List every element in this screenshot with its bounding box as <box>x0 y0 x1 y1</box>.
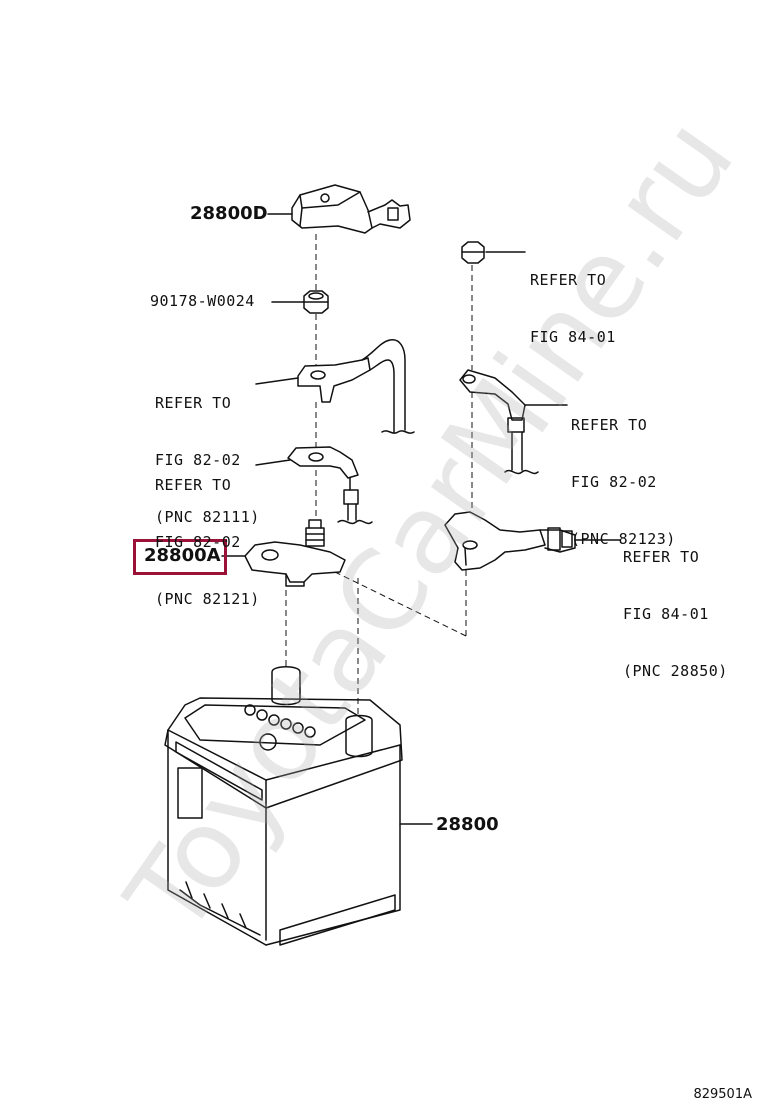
leader-lines <box>221 213 621 825</box>
ref-top-right[interactable]: REFER TO FIG 84-01 <box>530 233 616 385</box>
diagram-code: 829501A <box>693 1087 752 1102</box>
terminal-28800A-drawing <box>244 519 346 587</box>
ref-left-cable-82111[interactable]: REFER TO FIG 82-02 (PNC 82111) <box>155 356 260 565</box>
ref-line: FIG 84-01 <box>530 328 616 346</box>
part-label-cover[interactable]: 28800D <box>190 203 268 224</box>
part-label-terminal[interactable]: 28800A <box>144 545 221 566</box>
ref-line: (PNC 82111) <box>155 508 260 526</box>
ref-right-terminal-28850[interactable]: REFER TO FIG 84-01 (PNC 28850) <box>623 510 728 719</box>
left-cable-82121-drawing <box>287 446 373 525</box>
highlight-box <box>133 539 227 575</box>
ref-line: REFER TO <box>571 416 648 434</box>
ref-line: (PNC 28850) <box>623 662 728 680</box>
ref-left-cable-82121[interactable]: REFER TO FIG 82-02 (PNC 82121) <box>155 438 260 647</box>
right-nut-drawing <box>461 241 485 264</box>
part-label-battery[interactable]: 28800 <box>436 814 499 835</box>
terminal-cover-drawing <box>291 184 411 234</box>
alignment-dashes <box>285 234 473 714</box>
right-cable-82123-drawing <box>459 369 539 475</box>
ref-line: REFER TO <box>155 476 232 494</box>
ref-line: REFER TO <box>155 394 232 412</box>
nut-drawing <box>303 290 329 314</box>
right-terminal-drawing <box>444 511 576 571</box>
left-cable-82111-drawing <box>297 339 415 434</box>
ref-line: FIG 82-02 <box>155 533 241 551</box>
ref-line: FIG 82-02 <box>155 451 241 469</box>
battery-drawing <box>164 666 403 946</box>
part-label-nut[interactable]: 90178-W0024 <box>150 292 255 310</box>
ref-right-cable-82123[interactable]: REFER TO FIG 82-02 (PNC 82123) <box>571 378 676 587</box>
ref-line: REFER TO <box>623 548 700 566</box>
ref-line: (PNC 82123) <box>571 530 676 548</box>
ref-line: REFER TO <box>530 271 607 289</box>
ref-line: FIG 84-01 <box>623 605 709 623</box>
ref-line: FIG 82-02 <box>571 473 657 491</box>
ref-line: (PNC 82121) <box>155 590 260 608</box>
